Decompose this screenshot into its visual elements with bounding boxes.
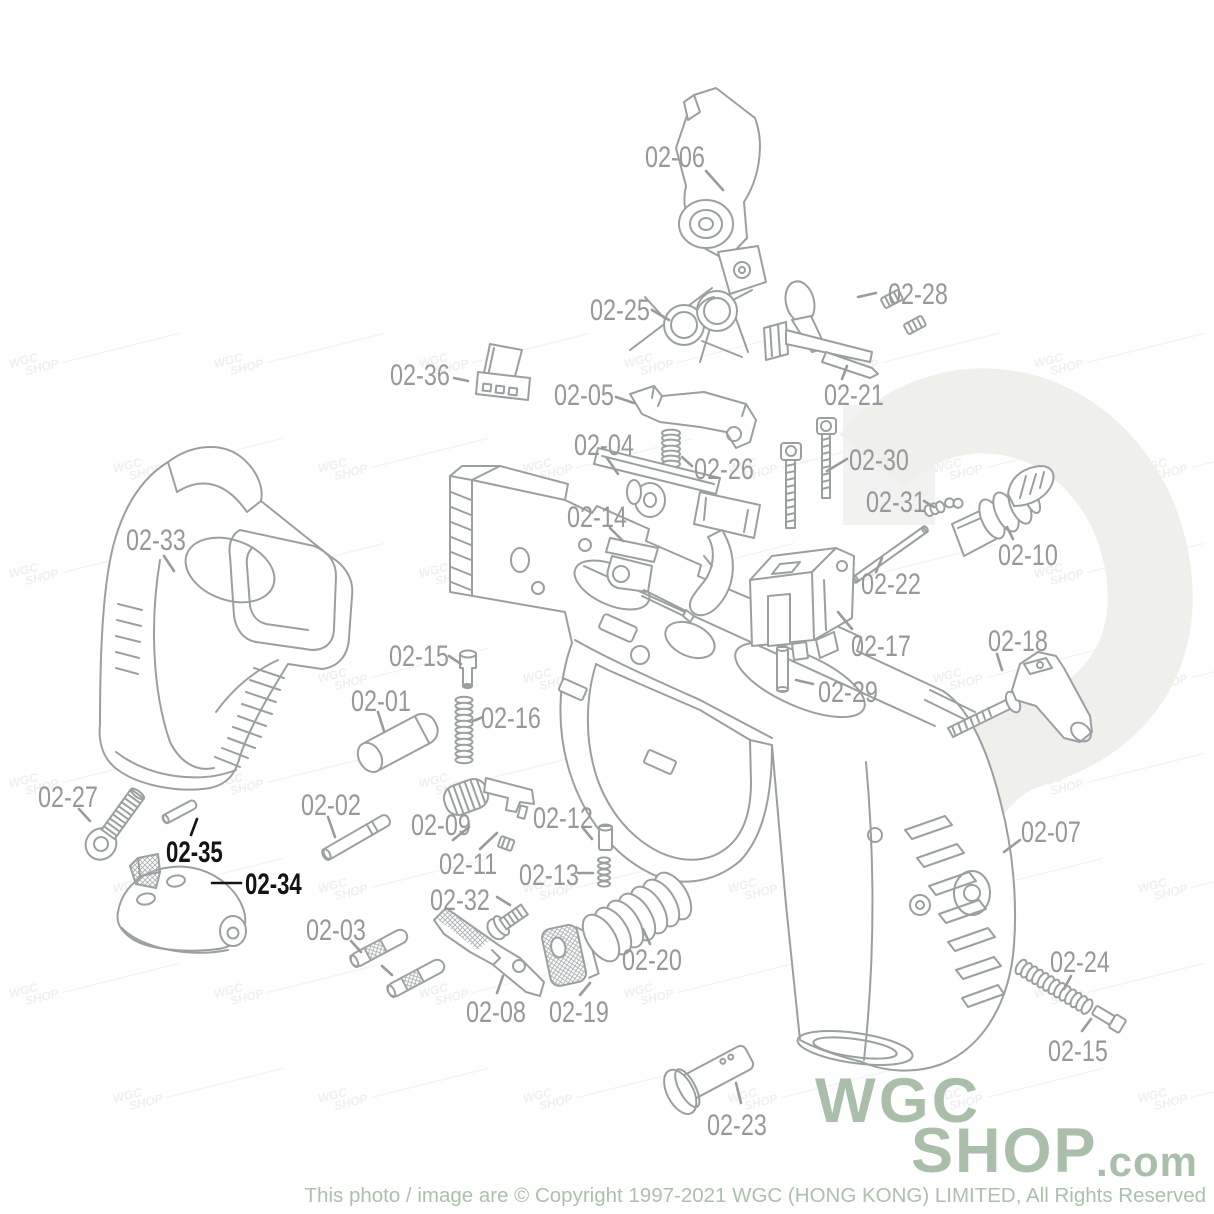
part-label-02-01: 02-01 <box>351 685 411 718</box>
part-02-27-drawing <box>84 787 146 861</box>
brand-logo-shop: SHOP <box>911 1116 1098 1186</box>
frame-drawing <box>449 465 1017 1072</box>
brand-logo-wgc: WGC <box>815 1066 982 1136</box>
part-02-35-drawing <box>161 799 198 825</box>
part-label-02-15-lower: 02-15 <box>1048 1035 1108 1068</box>
part-label-02-12: 02-12 <box>533 802 593 835</box>
part-02-06-hammer-drawing <box>629 87 767 363</box>
part-02-19-drawing <box>541 923 600 987</box>
part-02-09-drawing <box>442 777 535 820</box>
part-label-02-30: 02-30 <box>849 444 909 477</box>
part-label-02-36: 02-36 <box>390 359 450 392</box>
part-02-18-drawing <box>947 651 1093 743</box>
part-label-02-35: 02-35 <box>166 836 223 869</box>
part-label-02-19: 02-19 <box>549 996 609 1029</box>
copyright-notice: This photo / image are © Copyright 1997-… <box>304 1184 1206 1207</box>
part-label-02-25: 02-25 <box>590 294 650 327</box>
part-label-02-27: 02-27 <box>38 781 98 814</box>
part-02-16-spring-drawing <box>454 695 474 765</box>
part-02-29-drawing <box>776 645 789 693</box>
part-label-02-21: 02-21 <box>824 379 884 412</box>
part-02-01-drawing <box>356 712 439 774</box>
part-02-25-spring-drawing <box>644 289 753 358</box>
part-label-02-16: 02-16 <box>481 702 541 735</box>
part-02-30-screws-drawing <box>780 417 837 529</box>
part-label-02-09: 02-09 <box>411 809 471 842</box>
part-02-24-spring-drawing <box>1014 958 1094 1015</box>
part-02-28-drawing <box>880 289 927 335</box>
part-02-36-drawing <box>475 343 531 401</box>
leader-lines-highlighted <box>189 817 243 885</box>
part-label-02-33: 02-33 <box>126 524 186 557</box>
part-02-10-drawing <box>951 465 1055 557</box>
part-label-02-13: 02-13 <box>519 859 579 892</box>
part-label-02-05: 02-05 <box>554 379 614 412</box>
part-02-15b-drawing <box>1091 1005 1127 1034</box>
part-02-21-drawing <box>763 280 879 379</box>
leader-lines <box>77 169 1093 1105</box>
part-label-02-20: 02-20 <box>622 944 682 977</box>
part-label-02-34: 02-34 <box>245 868 302 901</box>
part-02-34-drawing <box>116 853 247 954</box>
part-02-11-drawing <box>497 835 516 852</box>
part-label-02-08: 02-08 <box>466 996 526 1029</box>
part-label-02-28: 02-28 <box>888 278 948 311</box>
brand-logo-com: .com <box>1096 1138 1199 1185</box>
part-02-31-drawing <box>923 497 964 518</box>
part-label-02-15-upper: 02-15 <box>389 640 449 673</box>
part-02-02-drawing <box>321 814 391 861</box>
part-label-02-26: 02-26 <box>694 453 754 486</box>
part-label-02-14: 02-14 <box>567 501 627 534</box>
part-02-33-grip-drawing <box>98 446 354 791</box>
part-label-02-23: 02-23 <box>707 1109 767 1142</box>
part-label-02-04: 02-04 <box>574 429 634 462</box>
part-02-32-drawing <box>486 903 529 941</box>
part-label-02-07: 02-07 <box>1021 816 1081 849</box>
part-02-05-drawing <box>629 385 757 449</box>
part-02-08-drawing <box>433 907 545 997</box>
part-label-02-18: 02-18 <box>988 625 1048 658</box>
part-label-02-03: 02-03 <box>306 914 366 947</box>
part-02-12-drawing <box>598 823 613 851</box>
part-02-14-drawing <box>605 537 695 623</box>
part-label-02-22: 02-22 <box>861 568 921 601</box>
part-label-02-06: 02-06 <box>645 141 705 174</box>
part-02-13-spring-drawing <box>597 856 611 888</box>
part-02-04-trigger-drawing <box>593 447 761 617</box>
part-label-02-11: 02-11 <box>439 848 498 881</box>
part-label-02-31: 02-31 <box>866 486 926 519</box>
part-02-23-drawing <box>663 1044 755 1115</box>
part-02-20-spring-drawing <box>581 871 693 963</box>
part-label-02-29: 02-29 <box>818 676 878 709</box>
part-label-02-10: 02-10 <box>998 539 1058 572</box>
part-02-17-drawing <box>749 547 855 661</box>
part-label-02-24: 02-24 <box>1050 946 1110 979</box>
part-label-02-02: 02-02 <box>301 789 361 822</box>
part-label-02-17: 02-17 <box>851 630 911 663</box>
part-02-03-drawing <box>349 928 446 999</box>
part-02-15a-drawing <box>459 649 477 689</box>
part-label-02-32: 02-32 <box>430 884 490 917</box>
